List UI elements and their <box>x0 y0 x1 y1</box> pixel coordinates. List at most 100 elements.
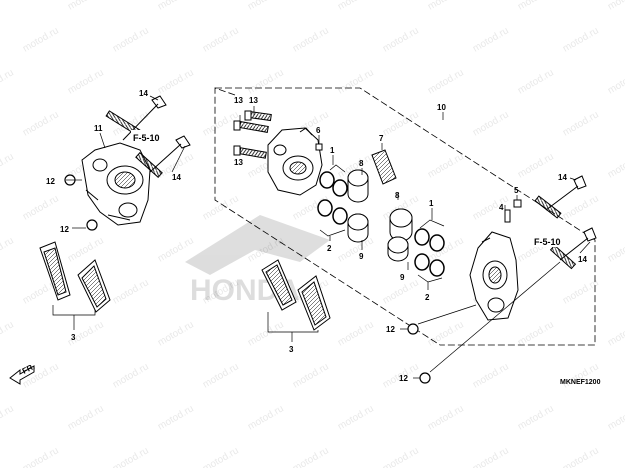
front-direction-arrow <box>9 365 35 385</box>
watermark-text: motod.ru <box>426 403 466 432</box>
callout-9: 9 <box>359 252 364 261</box>
watermark-text: motod.ru <box>156 67 196 96</box>
watermark-text: motod.ru <box>561 193 601 222</box>
callout-1: 1 <box>330 146 335 155</box>
watermark-text: motod.ru <box>426 319 466 348</box>
watermark-text: motod.ru <box>246 319 286 348</box>
callout-3: 3 <box>289 345 294 354</box>
callouts: 14 11 14 12 12 3 13 13 13 6 1 2 8 9 7 8 … <box>46 89 587 383</box>
reference-left: F-5-10 <box>133 133 160 143</box>
center-piston-seals <box>317 171 348 225</box>
center-bolt-lower <box>233 145 267 159</box>
left-brake-pads <box>39 241 111 313</box>
watermark-text: motod.ru <box>426 67 466 96</box>
callout-1: 1 <box>429 199 434 208</box>
watermark-text: motod.ru <box>21 25 61 54</box>
callout-2: 2 <box>425 293 430 302</box>
watermark-text: motod.ru <box>21 109 61 138</box>
watermark-text: motod.ru <box>471 109 511 138</box>
right-seal-upper <box>407 323 419 335</box>
watermark-text: motod.ru <box>291 361 331 390</box>
callout-10: 10 <box>437 103 446 112</box>
right-piston-seals <box>414 228 445 277</box>
watermark-text: motod.ru <box>156 319 196 348</box>
watermark-text: motod.ru <box>291 445 331 468</box>
watermark-text: motod.ru <box>606 151 625 180</box>
callout-12: 12 <box>46 177 55 186</box>
watermark-text: motod.ru <box>21 193 61 222</box>
watermark-text: motod.ru <box>66 0 106 13</box>
callout-8: 8 <box>359 159 364 168</box>
watermark-text: motod.ru <box>246 67 286 96</box>
right-caliper <box>469 231 519 321</box>
watermark-text: motod.ru <box>0 151 16 180</box>
callout-14: 14 <box>558 173 567 182</box>
watermark-text: motod.ru <box>606 403 625 432</box>
reference-right: F-5-10 <box>534 237 561 247</box>
bleeder-cap-5 <box>513 199 522 208</box>
callout-14: 14 <box>139 89 148 98</box>
watermark-text: motod.ru <box>426 0 466 13</box>
caliper-assembly-outline <box>214 87 596 346</box>
watermark-text: motod.ru <box>426 151 466 180</box>
watermark-text: motod.ru <box>606 0 625 13</box>
watermark-text: motod.ru <box>561 25 601 54</box>
callout-5: 5 <box>514 186 519 195</box>
leader-lines <box>52 95 591 379</box>
center-bolt-middle <box>233 120 269 133</box>
callout-14: 14 <box>578 255 587 264</box>
watermark-text: motod.ru <box>336 67 376 96</box>
watermark-text: motod.ru <box>0 235 16 264</box>
watermark-text: motod.ru <box>291 25 331 54</box>
watermark-text: motod.ru <box>201 193 241 222</box>
watermark-text: motod.ru <box>21 445 61 468</box>
callout-4: 4 <box>499 203 504 212</box>
bleed-valve-4 <box>504 209 511 223</box>
callout-12: 12 <box>386 325 395 334</box>
center-pistons <box>347 169 369 243</box>
watermark-text: motod.ru <box>606 67 625 96</box>
watermark-text: motod.ru <box>471 445 511 468</box>
watermark-text: motod.ru <box>516 0 556 13</box>
callout-12: 12 <box>399 374 408 383</box>
callout-13: 13 <box>249 96 258 105</box>
watermark-text: motod.ru <box>111 445 151 468</box>
callout-13: 13 <box>234 96 243 105</box>
watermark-text: motod.ru <box>381 25 421 54</box>
callout-9: 9 <box>400 273 405 282</box>
callout-7: 7 <box>379 134 384 143</box>
callout-13: 13 <box>234 158 243 167</box>
right-bolt-lower <box>549 227 597 270</box>
callout-8: 8 <box>395 191 400 200</box>
diagram-code: MKNEF1200 <box>560 379 601 386</box>
callout-11: 11 <box>94 124 103 133</box>
watermark-text: motod.ru <box>471 361 511 390</box>
watermark-text: motod.ru <box>111 361 151 390</box>
watermark-text: motod.ru <box>201 25 241 54</box>
watermark-text: motod.ru <box>0 67 16 96</box>
watermark-text: motod.ru <box>516 151 556 180</box>
right-seal-lower <box>419 372 431 384</box>
center-caliper <box>267 127 323 196</box>
watermark-text: motod.ru <box>516 67 556 96</box>
watermark-text: motod.ru <box>0 319 16 348</box>
left-seal-lower <box>86 219 98 231</box>
watermark-text: motod.ru <box>336 403 376 432</box>
reference-right-box <box>532 234 570 247</box>
left-caliper <box>81 142 151 226</box>
watermark-text: motod.ru <box>66 235 106 264</box>
callout-6: 6 <box>316 126 321 135</box>
watermark-text: motod.ru <box>471 25 511 54</box>
watermark-text: motod.ru <box>606 235 625 264</box>
reference-left-box <box>131 130 169 143</box>
watermark-text: motod.ru <box>516 403 556 432</box>
pad-spring-7 <box>371 149 397 185</box>
watermark-text: motod.ru <box>0 403 16 432</box>
callout-12: 12 <box>60 225 69 234</box>
watermark-text: motod.ru <box>561 361 601 390</box>
watermark-text: motod.ru <box>66 403 106 432</box>
right-pistons <box>387 208 413 262</box>
callout-3: 3 <box>71 333 76 342</box>
watermark-text: motod.ru <box>201 445 241 468</box>
